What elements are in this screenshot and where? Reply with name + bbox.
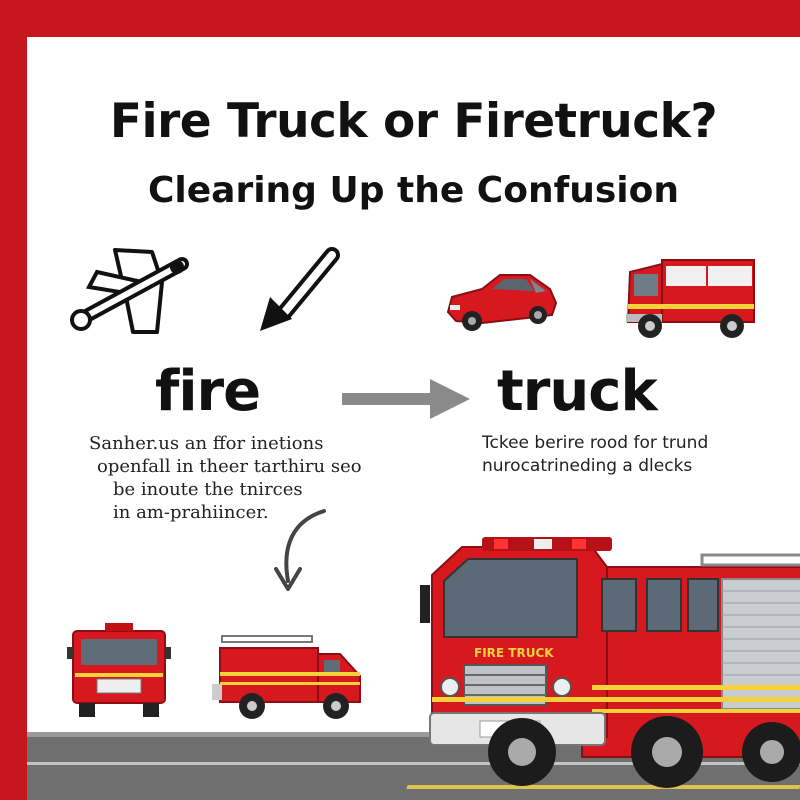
fire-description-line: be inoute the tnirces <box>113 479 303 500</box>
fire-description-line: openfall in theer tarthiru seo <box>97 456 362 477</box>
truck-description: Tckee berire rood for trund nurocatrined… <box>482 432 782 478</box>
truck-description-line: Tckee berire rood for trund <box>482 433 709 453</box>
word-truck: truck <box>497 359 658 424</box>
curb <box>27 732 800 740</box>
curved-arrow-icon <box>274 509 326 591</box>
fire-truck-icon <box>626 259 755 338</box>
fire-description: Sanher.us an ffor inetions openfall in t… <box>89 432 379 524</box>
large-fire-truck: FIRE TRUCK <box>420 537 800 788</box>
fire-axe-icon <box>70 248 189 334</box>
fire-truck-front-icon <box>67 623 171 717</box>
road-marking <box>27 762 800 765</box>
fire-truck-side-icon <box>212 635 361 719</box>
truck-side-label: FIRE TRUCK <box>474 646 554 660</box>
right-arrow-icon <box>342 379 470 419</box>
fire-description-line: in am-prahiincer. <box>113 502 269 523</box>
infographic-card: Fire Truck or Firetruck? Clearing Up the… <box>27 37 800 800</box>
page-title: Fire Truck or Firetruck? <box>109 94 718 149</box>
word-fire: fire <box>155 359 261 424</box>
page-subtitle: Clearing Up the Confusion <box>147 170 680 211</box>
red-car-icon <box>446 274 558 331</box>
arrow-pointer-icon <box>260 247 340 331</box>
fire-description-line: Sanher.us an ffor inetions <box>89 433 324 454</box>
truck-description-line: nurocatrineding a dlecks <box>482 456 693 476</box>
